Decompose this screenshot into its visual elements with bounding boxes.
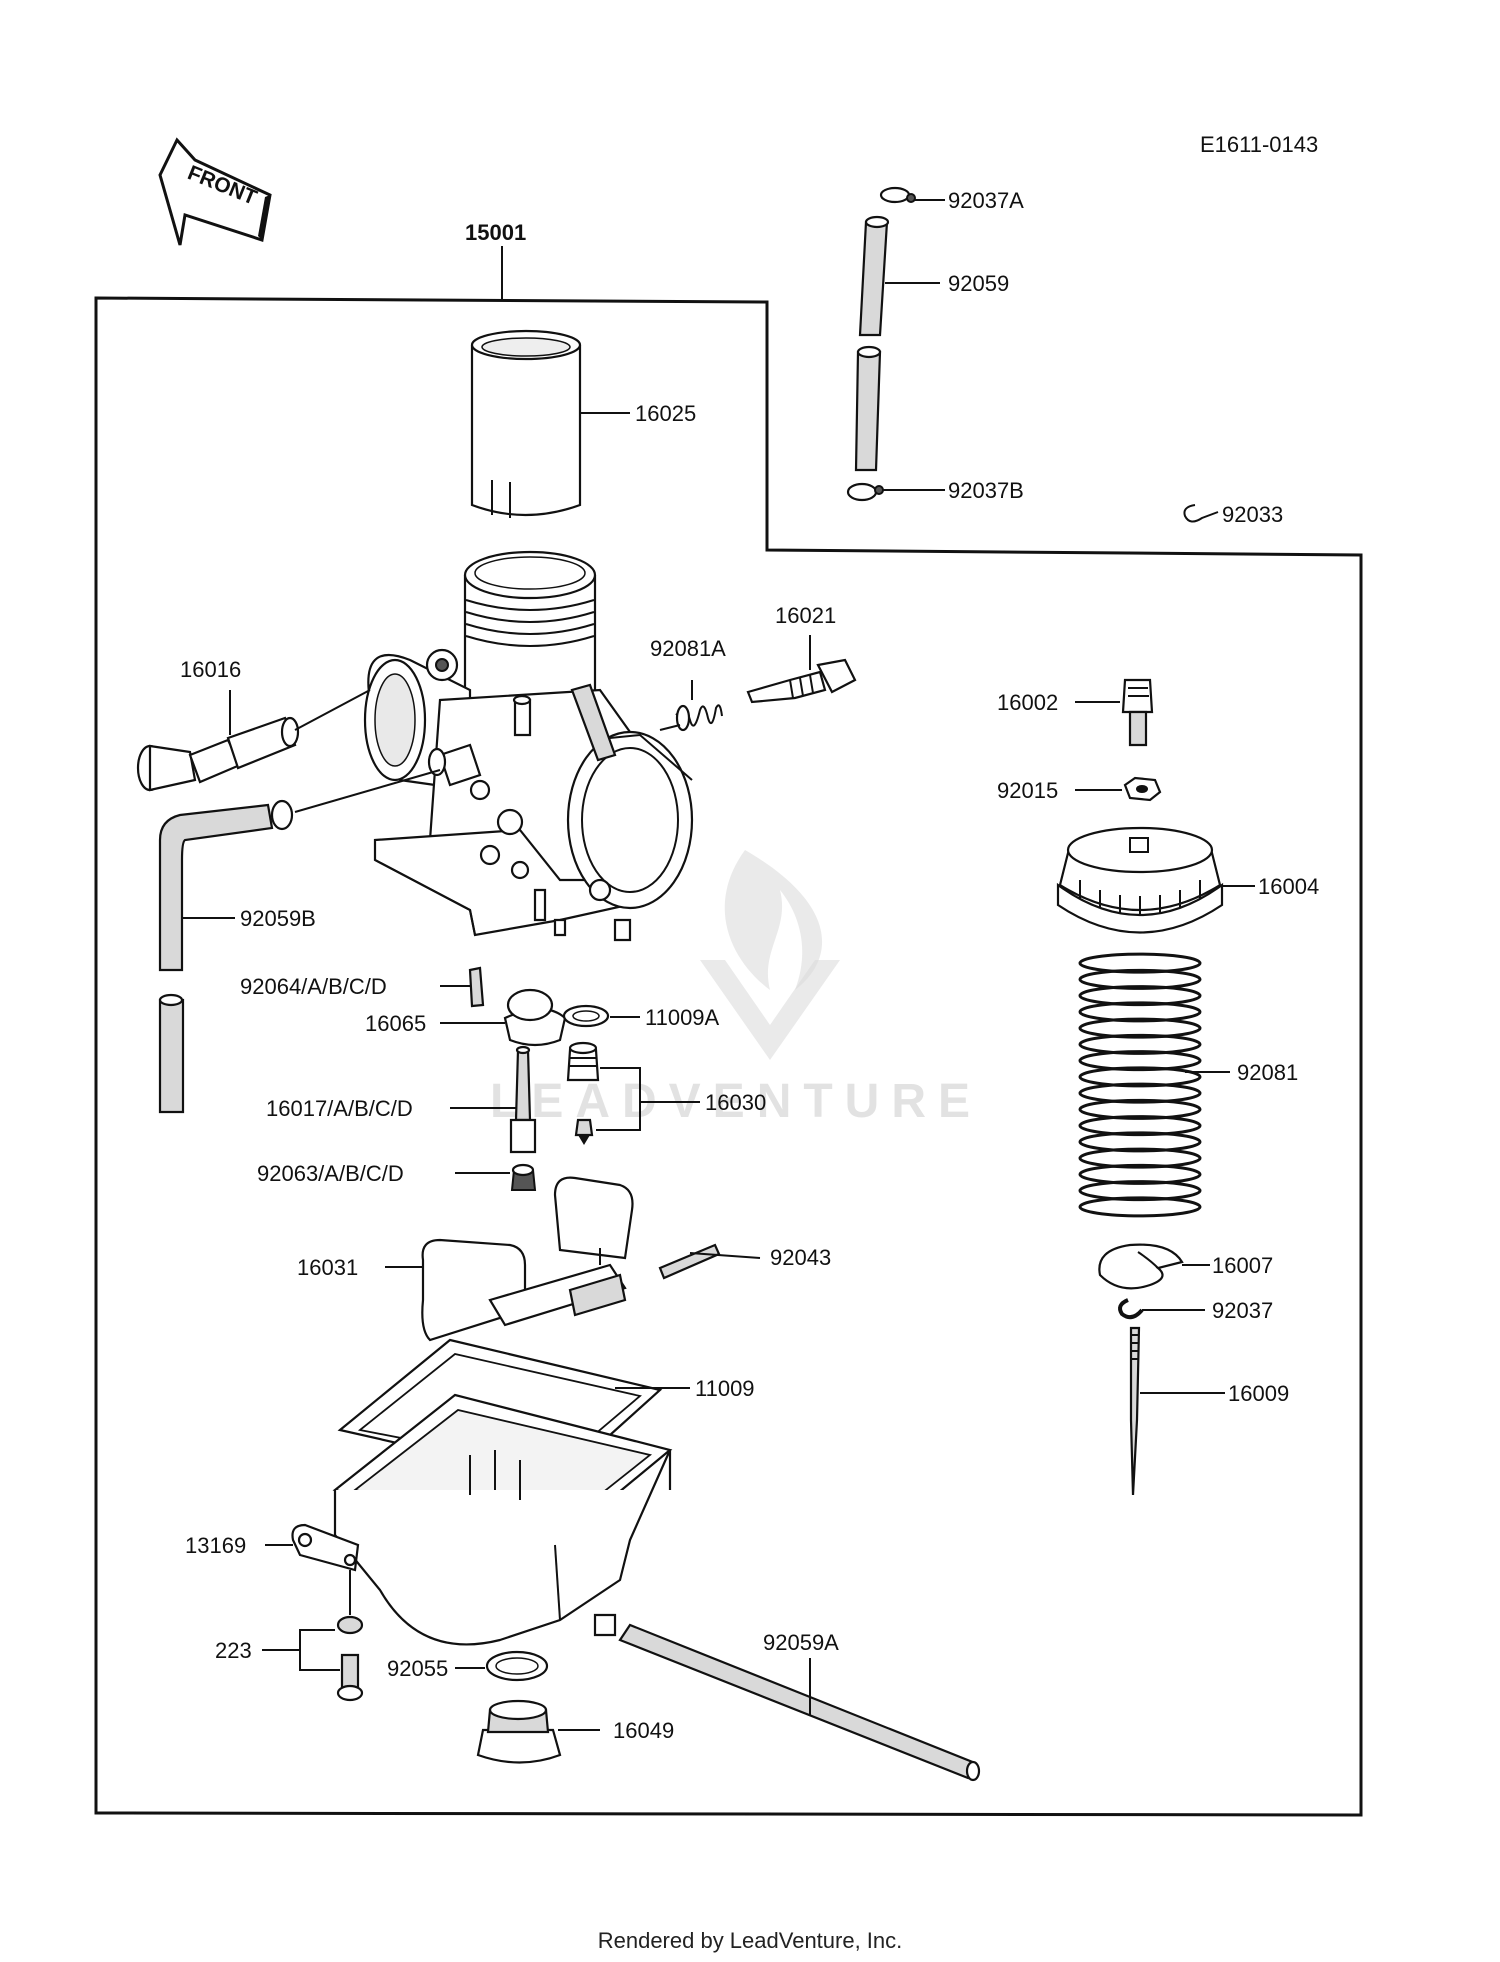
pilot-spring bbox=[675, 704, 723, 732]
needle-clip bbox=[1118, 1298, 1144, 1320]
clip-icon bbox=[1183, 504, 1219, 523]
label-92059: 92059 bbox=[948, 271, 1009, 296]
spring-coil bbox=[1078, 968, 1202, 990]
spring-coil bbox=[1078, 1066, 1202, 1088]
diagram-code: E1611-0143 bbox=[1200, 132, 1318, 157]
label-92081A: 92081A bbox=[650, 636, 726, 661]
front-arrow-icon: FRONT bbox=[158, 137, 272, 246]
label-223: 223 bbox=[215, 1638, 252, 1663]
label-16016: 16016 bbox=[180, 657, 241, 682]
spring-coil bbox=[1078, 985, 1202, 1007]
bowl-clip bbox=[291, 1523, 364, 1702]
label-16009: 16009 bbox=[1228, 1381, 1289, 1406]
leadventure-watermark: LEADVENTURE bbox=[490, 850, 982, 1128]
pilot-screw bbox=[746, 658, 857, 704]
cable-adjuster bbox=[1121, 678, 1154, 747]
spring-coil bbox=[1078, 1098, 1202, 1120]
spring-coil bbox=[1078, 1033, 1202, 1055]
adjuster-nut bbox=[1123, 776, 1162, 802]
drain-plug bbox=[476, 1650, 562, 1764]
label-92043: 92043 bbox=[770, 1245, 831, 1270]
carb-top-cap bbox=[1056, 826, 1224, 934]
label-92033: 92033 bbox=[1222, 502, 1283, 527]
assembly-frame bbox=[94, 296, 1363, 1817]
spring-coil bbox=[1078, 1082, 1202, 1104]
label-13169: 13169 bbox=[185, 1533, 246, 1558]
jet-needle bbox=[1129, 1326, 1141, 1496]
throttle-slide bbox=[470, 329, 582, 518]
footer-credit: Rendered by LeadVenture, Inc. bbox=[597, 1928, 903, 1953]
air-jet-parts bbox=[468, 966, 610, 1047]
slide-spring bbox=[1078, 952, 1202, 1218]
watermark-text: LEADVENTURE bbox=[490, 1075, 982, 1128]
spring-coil bbox=[1078, 1131, 1202, 1153]
label-92063: 92063/A/B/C/D bbox=[257, 1161, 404, 1186]
needle-retainer bbox=[1098, 1243, 1184, 1290]
label-16002: 16002 bbox=[997, 690, 1058, 715]
label-92037A: 92037A bbox=[948, 188, 1024, 213]
label-92055: 92055 bbox=[387, 1656, 448, 1681]
label-92015: 92015 bbox=[997, 778, 1058, 803]
label-92059B: 92059B bbox=[240, 906, 316, 931]
label-92064: 92064/A/B/C/D bbox=[240, 974, 387, 999]
label-11009A: 11009A bbox=[645, 1005, 720, 1030]
fuel-hose bbox=[618, 1623, 981, 1782]
label-16004: 16004 bbox=[1258, 874, 1319, 899]
float-bowl bbox=[332, 1338, 673, 1646]
label-16065: 16065 bbox=[365, 1011, 426, 1036]
label-16049: 16049 bbox=[613, 1718, 674, 1743]
float bbox=[421, 1176, 721, 1342]
label-16025: 16025 bbox=[635, 401, 696, 426]
label-16021: 16021 bbox=[775, 603, 836, 628]
label-92059A: 92059A bbox=[763, 1630, 839, 1655]
spring-coil bbox=[1078, 1115, 1202, 1137]
label-92037B: 92037B bbox=[948, 478, 1024, 503]
overflow-hose bbox=[158, 799, 294, 1114]
spring-coil bbox=[1078, 1001, 1202, 1023]
label-92081: 92081 bbox=[1237, 1060, 1298, 1085]
label-92037: 92037 bbox=[1212, 1298, 1273, 1323]
spring-coil bbox=[1078, 1017, 1202, 1039]
spring-coil bbox=[1078, 1050, 1202, 1072]
label-16030: 16030 bbox=[705, 1090, 766, 1115]
needle-jet bbox=[509, 1045, 537, 1191]
spring-coil bbox=[1078, 1180, 1202, 1202]
label-11009: 11009 bbox=[695, 1376, 755, 1401]
starter-plunger bbox=[136, 716, 300, 792]
label-16007: 16007 bbox=[1212, 1253, 1273, 1278]
spring-coil bbox=[1078, 1147, 1202, 1169]
spring-coil bbox=[1078, 952, 1202, 974]
spring-coil bbox=[1078, 1196, 1202, 1218]
label-16031: 16031 bbox=[297, 1255, 358, 1280]
spring-coil bbox=[1078, 1163, 1202, 1185]
assembly-number: 15001 bbox=[465, 220, 526, 245]
float-valve bbox=[566, 1041, 600, 1145]
carburetor-body bbox=[363, 550, 694, 942]
label-16017: 16017/A/B/C/D bbox=[266, 1096, 413, 1121]
vent-tube bbox=[846, 186, 916, 502]
